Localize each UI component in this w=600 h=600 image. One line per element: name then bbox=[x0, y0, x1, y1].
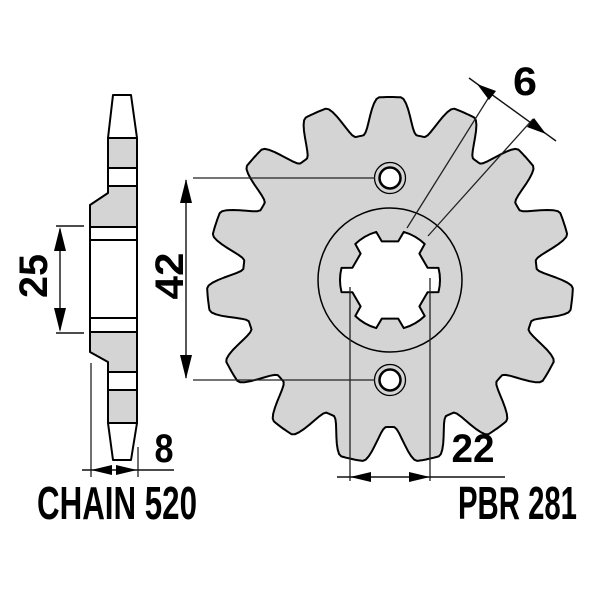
dimension-text-8: 8 bbox=[155, 427, 174, 471]
arrowhead-down bbox=[54, 308, 66, 332]
shoulder-top bbox=[89, 185, 138, 228]
arrowhead-left bbox=[91, 465, 112, 475]
hub-collar-top bbox=[89, 226, 138, 241]
hole-bore bbox=[378, 166, 402, 190]
part-label: PBR 281 bbox=[458, 477, 577, 529]
side-view bbox=[89, 94, 138, 461]
extension-line-a bbox=[406, 96, 490, 229]
arrowhead-up bbox=[54, 227, 66, 251]
arrowhead-upper bbox=[477, 84, 496, 100]
shoulder-bottom bbox=[89, 331, 138, 373]
arrowhead-right bbox=[409, 472, 430, 482]
extension-line-b bbox=[427, 118, 534, 237]
tooth-tip-bottom bbox=[107, 422, 138, 461]
mounting-hole-top bbox=[373, 161, 407, 195]
hub-boss-circle bbox=[317, 207, 463, 353]
dimension-6: 6 bbox=[406, 60, 557, 237]
front-view bbox=[206, 96, 574, 462]
groove-bottom bbox=[107, 371, 138, 391]
dimension-text-22: 22 bbox=[452, 427, 495, 471]
arrowhead-right bbox=[116, 465, 137, 475]
tooth-band-top bbox=[107, 137, 138, 169]
spline-bore bbox=[339, 230, 441, 330]
arrowhead-lower bbox=[527, 118, 546, 134]
arrowhead-down bbox=[180, 355, 192, 379]
tooth-tip-top bbox=[107, 94, 138, 139]
arrowhead-left bbox=[350, 472, 371, 482]
tooth-band-bottom bbox=[107, 389, 138, 424]
groove-top bbox=[107, 167, 138, 187]
dimension-42: 42 bbox=[148, 177, 375, 381]
hub-collar-bottom bbox=[89, 317, 138, 333]
dimension-text-25: 25 bbox=[12, 254, 56, 298]
hole-bore bbox=[378, 368, 402, 392]
hub-body bbox=[89, 239, 138, 319]
dimension-text-6: 6 bbox=[513, 60, 537, 104]
dimension-25: 25 bbox=[12, 225, 84, 334]
dimension-text-42: 42 bbox=[148, 253, 192, 300]
dimension-8: 8 bbox=[82, 363, 174, 477]
chain-label: CHAIN 520 bbox=[37, 477, 197, 529]
dimension-22: 22 bbox=[337, 278, 505, 482]
mounting-hole-bottom bbox=[373, 363, 407, 397]
arrowhead-up bbox=[180, 179, 192, 203]
